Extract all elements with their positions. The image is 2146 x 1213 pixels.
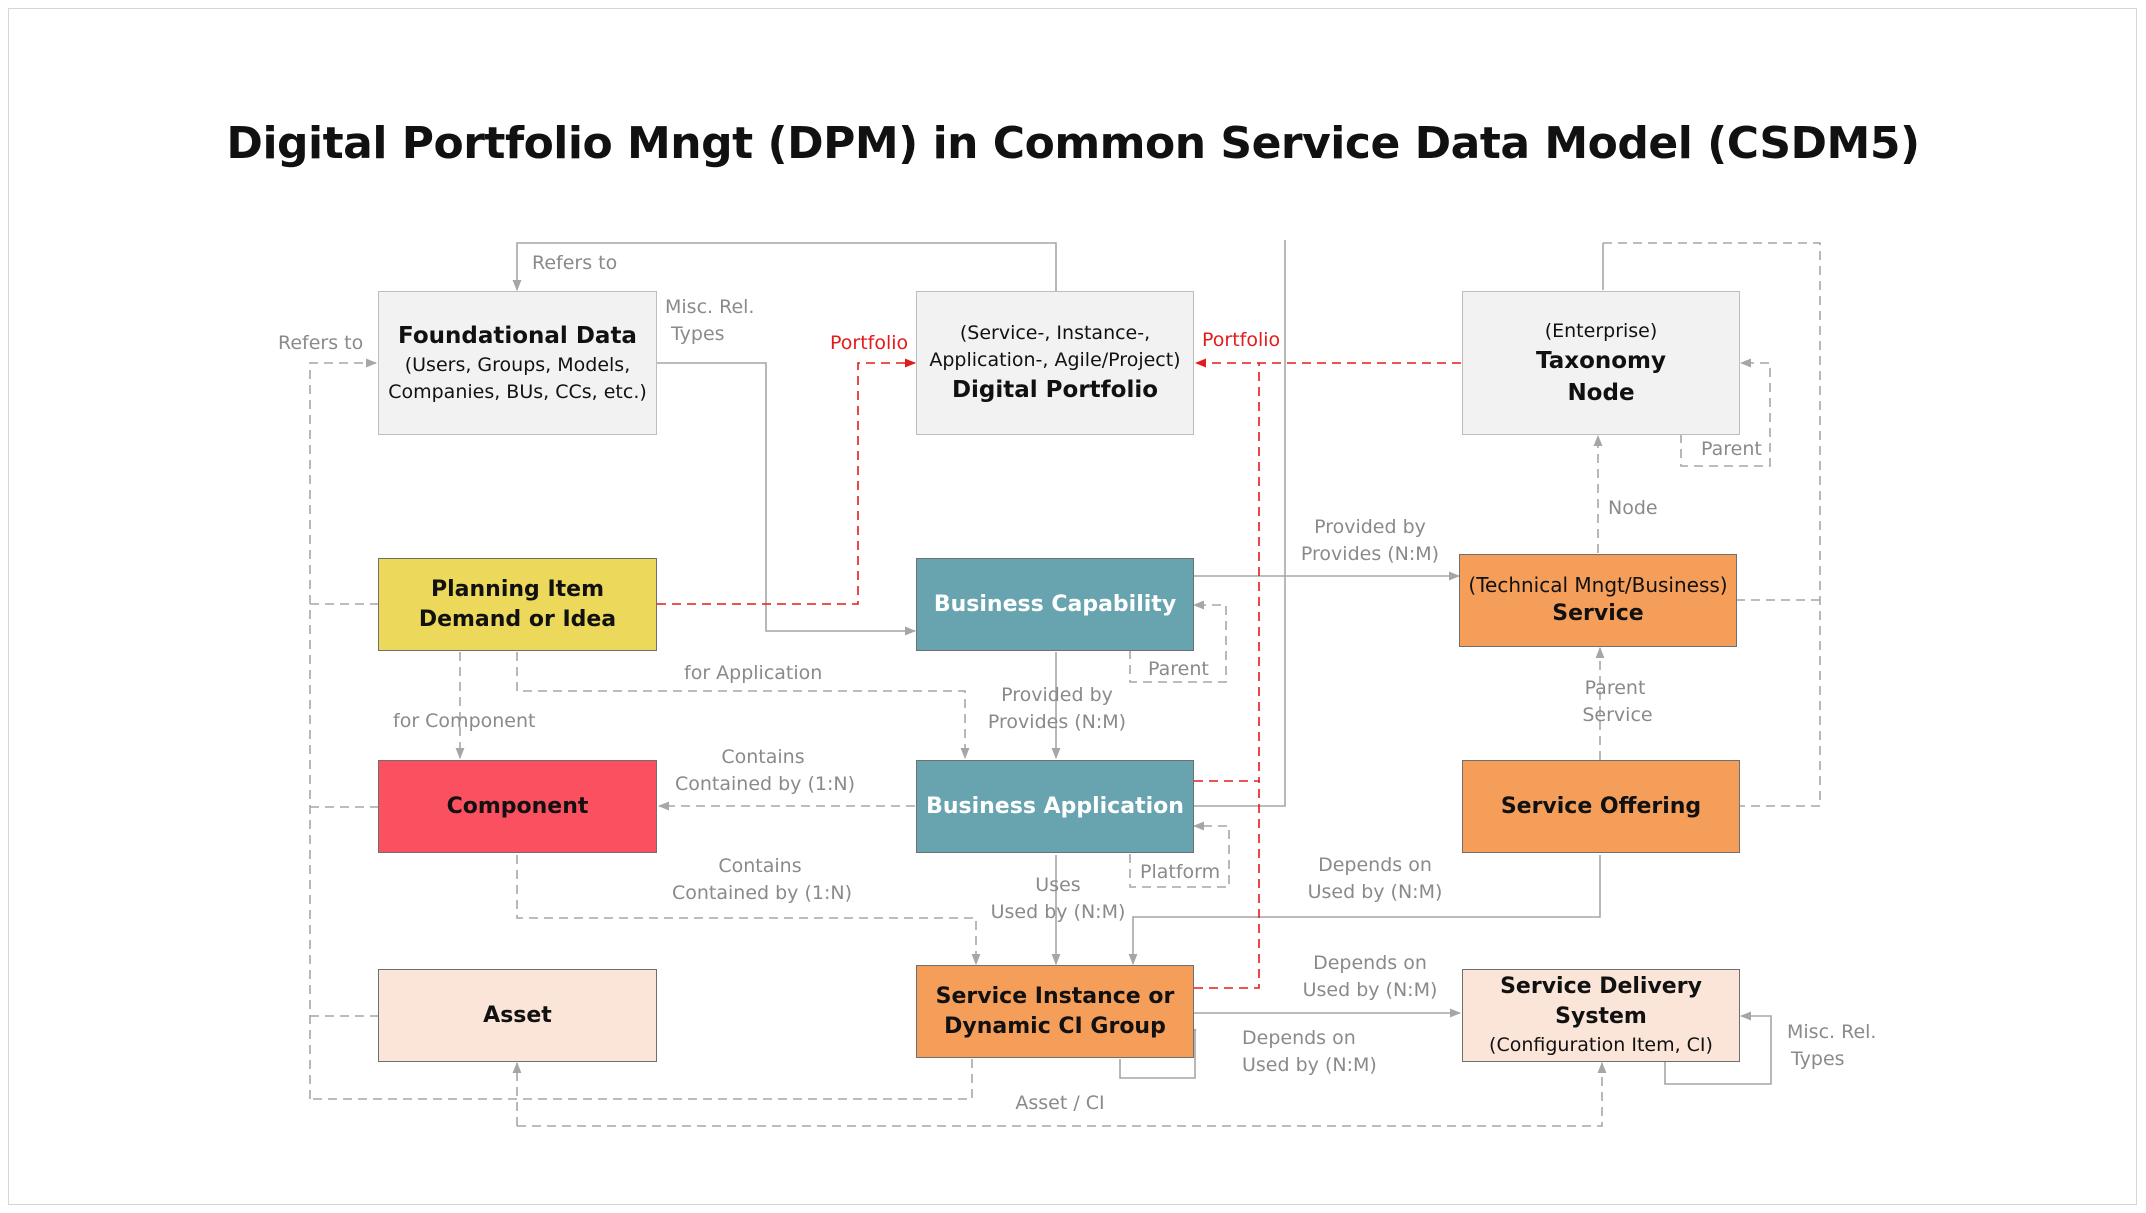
link-for-application — [516, 652, 970, 760]
label-asset-ci: Asset / CI — [1015, 1092, 1105, 1114]
business-capability-title: Business Capability — [933, 591, 1177, 617]
label-platform: Platform — [1140, 861, 1221, 883]
business-capability-node: Business Capability — [916, 558, 1194, 651]
label-refers-to-left: Refers to — [278, 332, 364, 354]
link-asset-ci — [310, 1059, 973, 1100]
service-delivery-system-sub1: (Configuration Item, CI) — [1489, 1034, 1713, 1056]
label-parent-service-1: Parent — [1584, 677, 1646, 699]
business-application-node: Business Application — [916, 760, 1194, 853]
link-contains-instance — [516, 855, 981, 966]
label-for-component: for Component — [393, 710, 536, 732]
digital-portfolio-sub2: Application-, Agile/Project) — [929, 349, 1181, 371]
link-bc-parent — [1129, 600, 1227, 683]
label-provided-by-ba-2: Provides (N:M) — [987, 711, 1127, 733]
service-delivery-system-title: Service Delivery System — [1500, 974, 1702, 1029]
label-misc-rel-1: Misc. Rel. — [665, 296, 755, 318]
label-depends-so-2: Used by (N:M) — [1307, 881, 1443, 903]
label-uses-2: Used by (N:M) — [990, 901, 1126, 923]
foundational-data-sub1: (Users, Groups, Models, — [404, 354, 631, 376]
label-depends-so-1: Depends on — [1318, 854, 1432, 876]
asset-title: Asset — [483, 1002, 552, 1028]
slide-frame — [8, 8, 2137, 1205]
label-depends-self-1: Depends on — [1242, 1027, 1356, 1049]
taxonomy-sub1: (Enterprise) — [1544, 319, 1658, 342]
label-node: Node — [1608, 497, 1658, 519]
taxonomy-title2: Node — [1567, 379, 1635, 406]
link-asset-ci-bottom-line — [517, 1061, 1607, 1127]
link-refers-to-left — [309, 358, 378, 1099]
label-contains-1a: Contains — [721, 746, 805, 768]
link-depends-offering — [1128, 855, 1601, 966]
service-instance-title2: Dynamic CI Group — [944, 1013, 1166, 1039]
component-title: Component — [446, 793, 589, 819]
label-misc-rel-sds-2: Types — [1791, 1048, 1845, 1070]
foundational-data-node: Foundational Data (Users, Groups, Models… — [378, 291, 657, 435]
planning-item-title1: Planning Item — [431, 576, 604, 602]
label-contains-1b: Contained by (1:N) — [674, 773, 855, 795]
service-sub1: (Technical Mngt/Business) — [1468, 573, 1728, 597]
service-title: Service — [1552, 601, 1644, 626]
label-contains-2a: Contains — [718, 855, 802, 877]
service-offering-title: Service Offering — [1500, 793, 1702, 819]
label-parent-bc: Parent — [1148, 658, 1209, 680]
label-portfolio-left: Portfolio — [830, 332, 909, 354]
service-instance-node: Service Instance or Dynamic CI Group — [916, 965, 1194, 1058]
business-application-title: Business Application — [926, 793, 1184, 819]
taxonomy-node: (Enterprise) Taxonomy Node — [1462, 291, 1740, 435]
link-portfolio-instance — [1194, 781, 1260, 989]
planning-item-node: Planning Item Demand or Idea — [378, 558, 657, 651]
link-top-vertical — [1193, 240, 1286, 807]
label-parent-service-2: Service — [1582, 704, 1653, 726]
link-sds-misc-loop — [1664, 1011, 1772, 1085]
asset-node: Asset — [378, 969, 657, 1062]
label-uses-1: Uses — [1035, 874, 1081, 896]
label-provided-by-2: Provides (N:M) — [1300, 543, 1440, 565]
service-instance-title1: Service Instance or — [935, 983, 1175, 1009]
label-misc-rel-2: Types — [671, 323, 725, 345]
planning-item-title2: Demand or Idea — [418, 606, 617, 632]
label-misc-rel-sds-1: Misc. Rel. — [1787, 1021, 1877, 1043]
digital-portfolio-node: (Service-, Instance-, Application-, Agil… — [916, 291, 1194, 435]
label-depends-self-2: Used by (N:M) — [1242, 1054, 1377, 1076]
digital-portfolio-title: Digital Portfolio — [951, 377, 1159, 403]
service-delivery-system-node: Service Delivery System (Configuration I… — [1462, 969, 1740, 1062]
link-refers-to-top — [512, 242, 1057, 292]
foundational-data-sub2: Companies, BUs, CCs, etc.) — [388, 381, 647, 403]
label-provided-by-ba-1: Provided by — [1001, 684, 1113, 706]
link-portfolio-ba — [1194, 363, 1260, 782]
link-taxonomy-parent — [1680, 358, 1771, 467]
diagram-title: Digital Portfolio Mngt (DPM) in Common S… — [226, 118, 1920, 169]
label-contains-2b: Contained by (1:N) — [671, 882, 852, 904]
label-portfolio-right: Portfolio — [1202, 329, 1281, 351]
label-provided-by-1: Provided by — [1314, 516, 1426, 538]
digital-portfolio-sub1: (Service-, Instance-, — [959, 322, 1151, 344]
label-depends-sds-2: Used by (N:M) — [1302, 979, 1438, 1001]
label-for-application: for Application — [684, 662, 823, 684]
service-node: (Technical Mngt/Business) Service — [1459, 554, 1737, 647]
component-node: Component — [378, 760, 657, 853]
link-portfolio-planning — [657, 358, 917, 605]
label-refers-to-top: Refers to — [532, 252, 618, 274]
taxonomy-title1: Taxonomy — [1535, 347, 1666, 374]
link-right-dashed-loop — [1603, 242, 1821, 807]
link-misc-rel — [655, 362, 917, 636]
label-parent-taxonomy: Parent — [1701, 438, 1762, 460]
label-depends-sds-1: Depends on — [1313, 952, 1427, 974]
foundational-data-title: Foundational Data — [398, 323, 637, 349]
link-platform-loop — [1129, 821, 1230, 888]
service-offering-node: Service Offering — [1462, 760, 1740, 853]
